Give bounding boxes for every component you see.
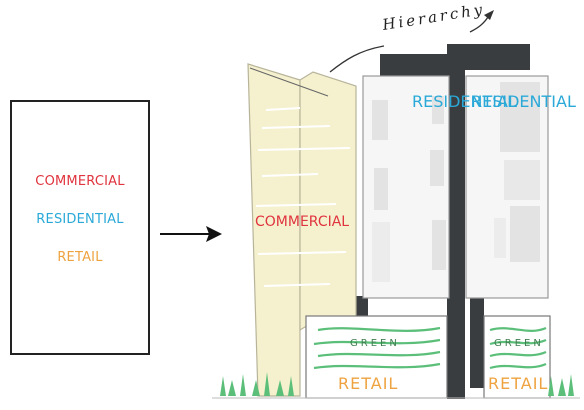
hierarchy-arrowhead-icon (484, 10, 494, 20)
residential-block-right (465, 75, 549, 299)
commercial-label: COMMERCIAL (255, 214, 350, 230)
green-label-left: GREEN (350, 338, 400, 349)
legend-residential: RESIDENTIAL (36, 212, 124, 227)
residential-label-left: RESIDENTIAL (412, 92, 517, 111)
retail-podium-left (305, 315, 448, 399)
legend-box: COMMERCIAL RESIDENTIAL RETAIL (10, 100, 150, 355)
green-label-right: GREEN (494, 338, 544, 349)
grass-decoration (220, 372, 574, 396)
legend-commercial: COMMERCIAL (35, 174, 125, 189)
retail-label-right: RETAIL (488, 374, 549, 393)
right-arrow-icon (160, 226, 222, 242)
commercial-slab (247, 63, 357, 397)
legend-retail: RETAIL (57, 250, 103, 265)
residential-label-right: RESIDENTIAL (471, 92, 576, 111)
residential-block-left (362, 75, 450, 299)
dark-tower (353, 44, 530, 399)
retail-label-left: RETAIL (338, 374, 399, 393)
retail-podium-right (483, 315, 551, 399)
